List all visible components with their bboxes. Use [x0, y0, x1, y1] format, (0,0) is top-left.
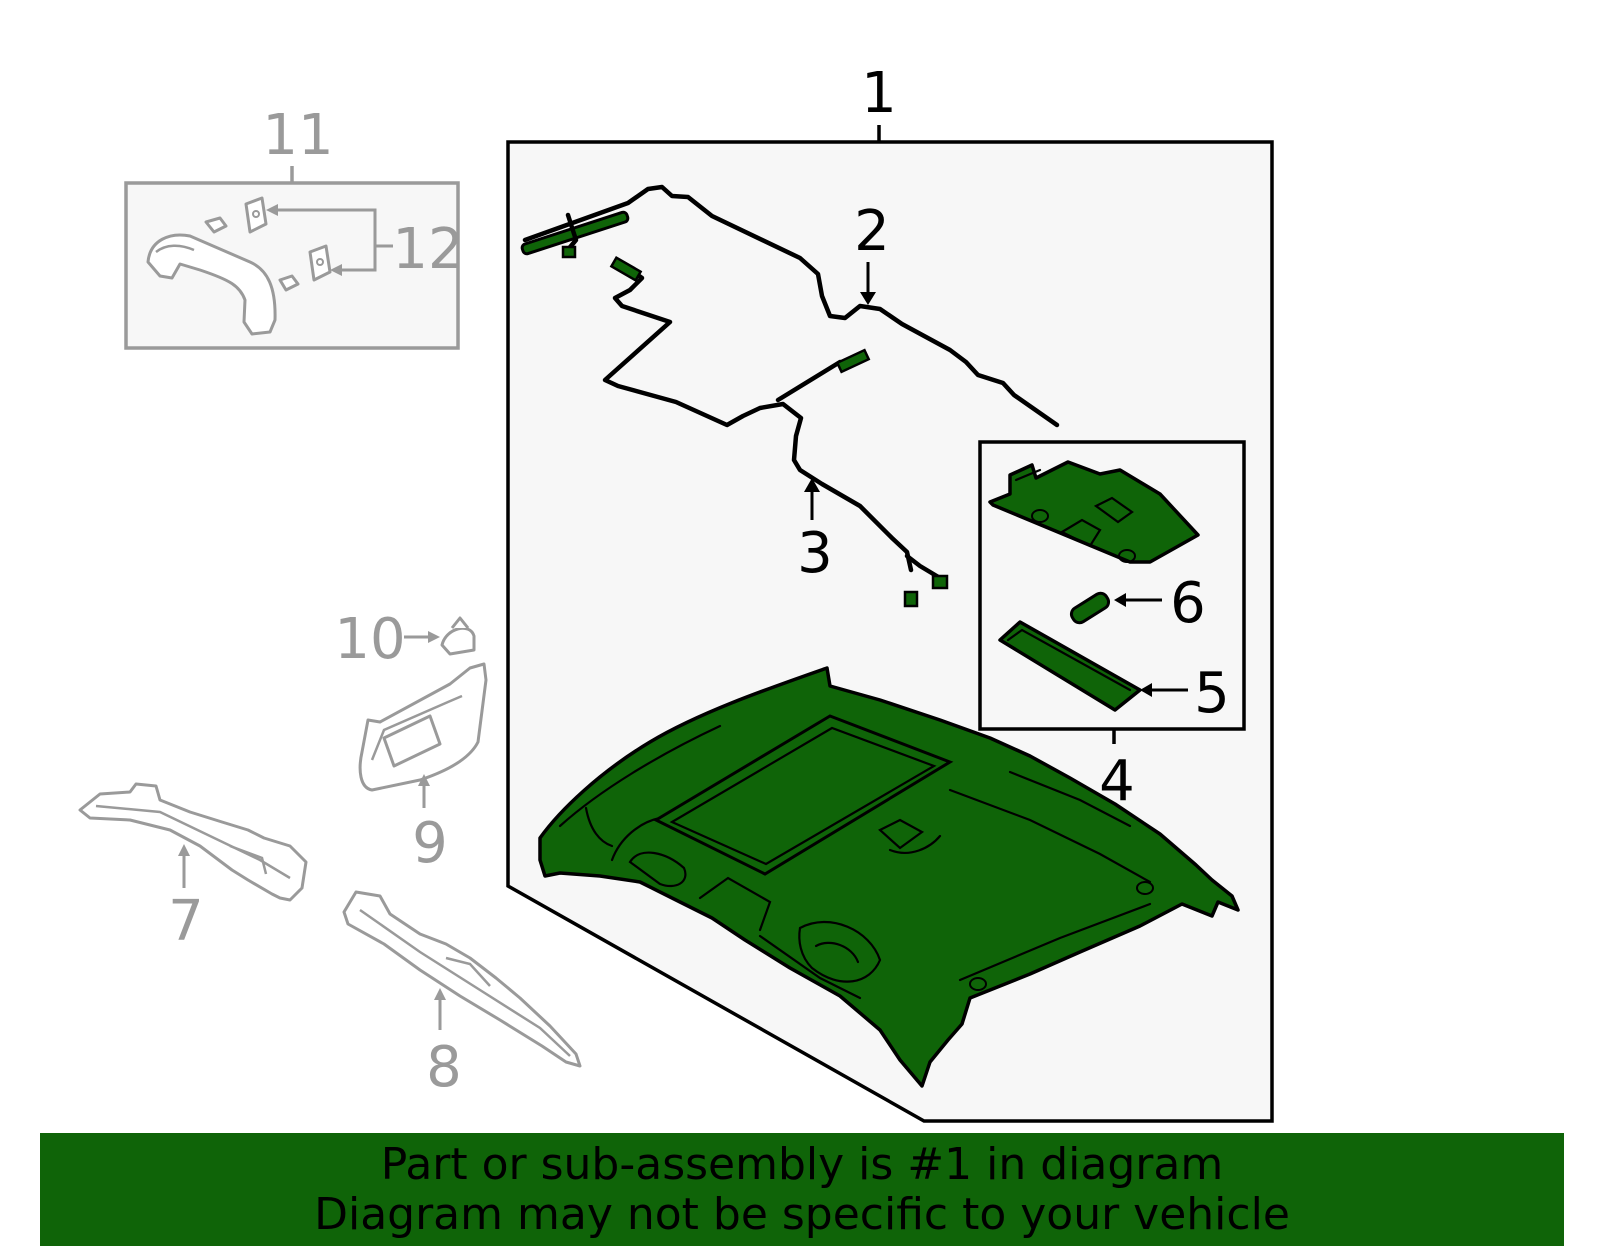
roof-wiring-harness-2: 2: [520, 184, 1060, 428]
banner-line-1: Part or sub-assembly is #1 in diagram: [380, 1138, 1224, 1190]
callout-2: 2: [854, 199, 890, 264]
banner-line-2: Diagram may not be specific to your vehi…: [314, 1188, 1290, 1240]
sun-visor-9: 9: [358, 662, 488, 876]
grab-handle-box-11: 11 12: [124, 103, 464, 350]
callout-6: 6: [1170, 571, 1206, 636]
roof-rail-bracket-8: 8: [342, 890, 582, 1100]
callout-7: 7: [168, 889, 204, 954]
info-banner: Part or sub-assembly is #1 in diagram Di…: [40, 1133, 1564, 1246]
roof-rail-bracket-7: 7: [78, 782, 308, 954]
callout-12: 12: [392, 217, 463, 282]
callout-5: 5: [1194, 661, 1230, 726]
callout-9: 9: [412, 811, 448, 876]
callout-10: 10: [334, 607, 405, 672]
visor-clip-10: 10: [334, 607, 476, 672]
wiring-harness-3: 3: [602, 255, 949, 608]
dome-lamp-box-4: 4 6 5: [978, 440, 1246, 814]
callout-11: 11: [262, 103, 333, 168]
callout-8: 8: [426, 1035, 462, 1100]
dome-lamp-housing: [988, 460, 1200, 564]
callout-1: 1: [861, 61, 897, 126]
lens-5: 5: [998, 620, 1230, 726]
bulb-6: 6: [1069, 571, 1206, 636]
headliner-1: [538, 666, 1240, 1088]
callout-3: 3: [797, 521, 833, 586]
